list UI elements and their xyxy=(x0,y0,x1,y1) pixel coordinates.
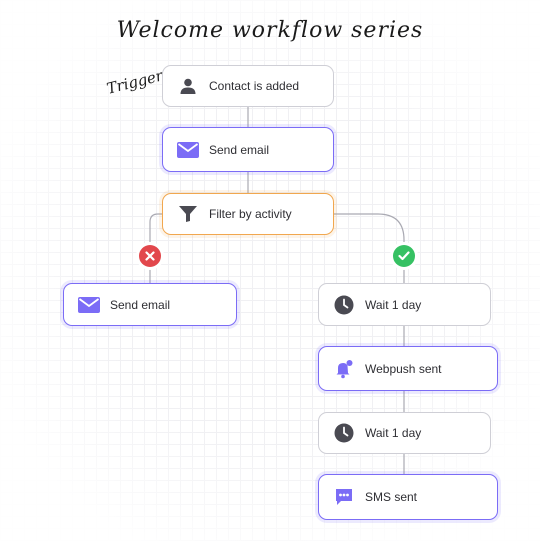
node-label: Filter by activity xyxy=(209,207,292,221)
node-wait-1[interactable]: Wait 1 day xyxy=(318,283,491,326)
node-label: Send email xyxy=(209,142,270,157)
clock-icon xyxy=(333,294,355,316)
node-label: SMS sent xyxy=(365,490,418,504)
connector-filter-yes xyxy=(334,213,405,283)
node-send-email-2[interactable]: Send email xyxy=(63,283,237,326)
x-icon xyxy=(139,245,161,267)
bell-icon xyxy=(333,358,355,380)
node-contact-added[interactable]: Contact is added xyxy=(162,65,334,107)
person-icon xyxy=(177,75,199,97)
node-label: Contact is added xyxy=(209,79,300,93)
connector-filter-no xyxy=(149,213,162,283)
check-icon xyxy=(393,245,415,267)
node-label: Wait 1 day xyxy=(365,297,422,312)
funnel-icon xyxy=(177,203,199,225)
clock-icon xyxy=(333,422,355,444)
node-sms-sent[interactable]: SMS sent xyxy=(318,474,498,520)
node-wait-2[interactable]: Wait 1 day xyxy=(318,412,491,454)
workflow-title: Welcome workflow series xyxy=(116,18,424,43)
envelope-icon xyxy=(177,139,199,161)
node-label: Webpush sent xyxy=(365,361,442,376)
envelope-icon xyxy=(78,294,100,316)
node-webpush-sent[interactable]: Webpush sent xyxy=(318,346,498,391)
node-filter-activity[interactable]: Filter by activity xyxy=(162,193,334,235)
node-label: Wait 1 day xyxy=(365,426,422,440)
node-label: Send email xyxy=(110,297,171,312)
node-send-email-1[interactable]: Send email xyxy=(162,127,334,172)
chat-icon xyxy=(333,486,355,508)
